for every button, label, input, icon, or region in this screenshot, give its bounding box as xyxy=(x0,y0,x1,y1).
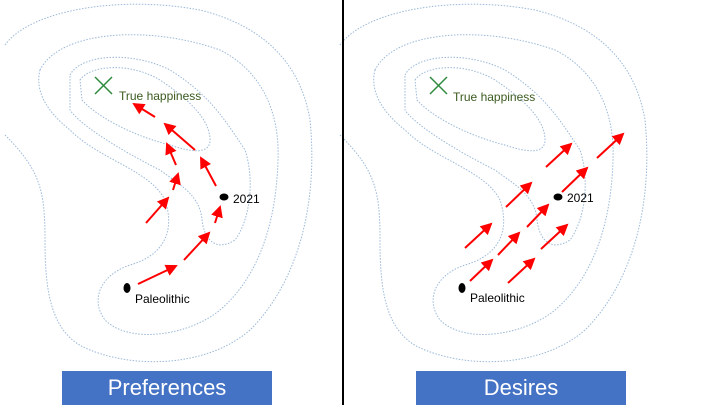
2021-point-left xyxy=(219,193,229,201)
desire-arrow xyxy=(540,223,569,250)
contour-lines-right xyxy=(339,3,648,363)
goal-marker-left xyxy=(94,76,113,95)
start-label-right: Paleolithic xyxy=(470,291,525,305)
desire-arrow xyxy=(561,166,589,193)
current-label-left: 2021 xyxy=(233,192,260,206)
preference-arrow xyxy=(169,172,181,191)
preference-arrow xyxy=(132,102,156,118)
preference-arrow xyxy=(163,122,196,151)
paleolithic-point-left xyxy=(123,283,131,293)
2021-point-right xyxy=(553,193,563,201)
goal-label-left: True happiness xyxy=(119,89,202,103)
preference-arrow xyxy=(183,231,211,261)
contour-lines-left xyxy=(4,3,313,363)
goal-marker-right xyxy=(429,76,448,95)
desire-arrow xyxy=(505,181,533,208)
preference-arrow xyxy=(200,156,217,187)
desire-arrow xyxy=(526,203,550,228)
preference-arrow xyxy=(165,142,177,166)
start-label-left: Paleolithic xyxy=(135,292,190,306)
goal-label-right: True happiness xyxy=(453,90,536,104)
paleolithic-point-right xyxy=(458,283,466,293)
preferences-banner: Preferences xyxy=(62,371,272,405)
desire-arrow xyxy=(596,132,625,159)
current-label-right: 2021 xyxy=(567,191,594,205)
preference-arrow xyxy=(137,264,178,285)
desire-arrow xyxy=(497,231,521,256)
preference-arrow xyxy=(145,196,170,224)
panel-divider xyxy=(342,0,344,405)
desire-arrow xyxy=(507,257,536,284)
preference-arrow xyxy=(211,205,223,224)
desire-arrow xyxy=(469,258,494,282)
desires-banner: Desires xyxy=(416,371,626,405)
desire-arrow xyxy=(545,142,573,168)
desire-arrow xyxy=(464,222,493,249)
